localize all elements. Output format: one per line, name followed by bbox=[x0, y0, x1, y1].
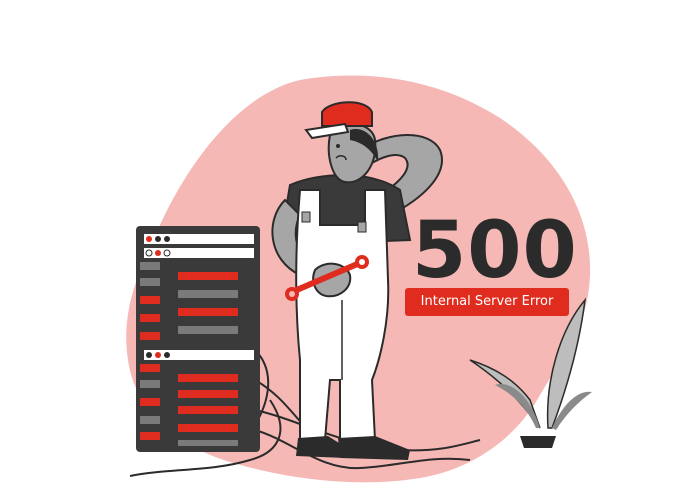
smoking-plant-icon bbox=[469, 297, 592, 448]
error-code: 500 bbox=[412, 206, 578, 296]
server-rack-icon bbox=[136, 226, 260, 452]
wrench-icon bbox=[285, 255, 369, 301]
error-message-badge: Internal Server Error bbox=[405, 288, 569, 316]
technician-illustration bbox=[271, 101, 443, 460]
